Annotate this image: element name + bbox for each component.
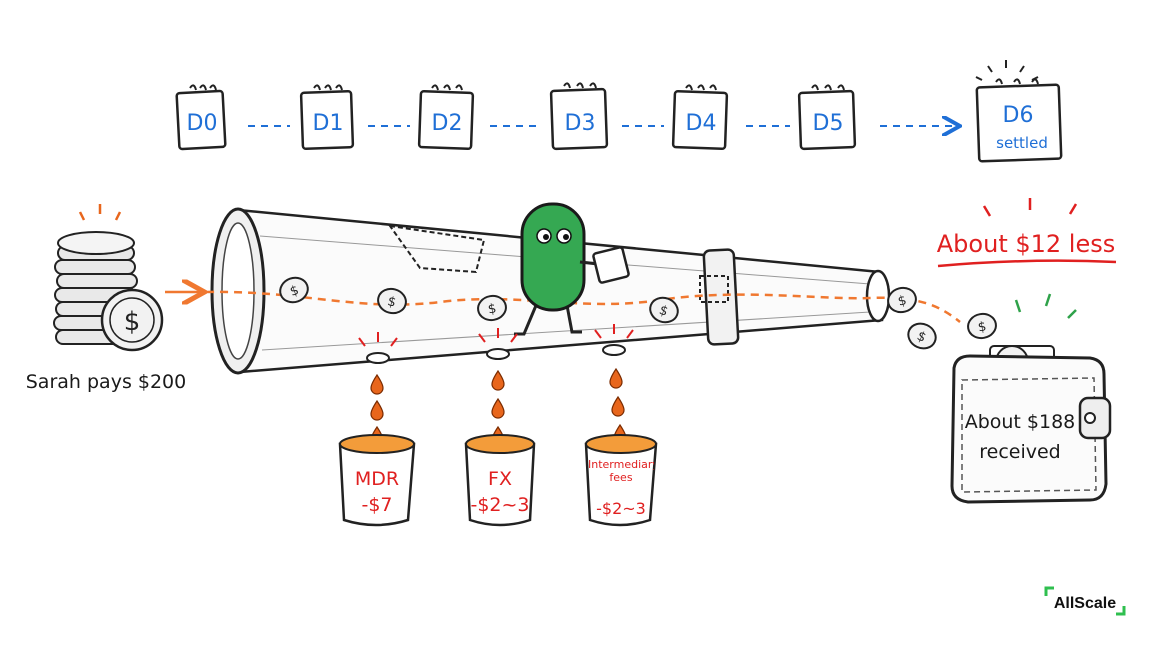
calendar-d0: D0 [175, 84, 227, 151]
calendar-d3: D3 [549, 82, 609, 151]
calendar-label: D3 [565, 111, 596, 136]
dollar-coin-icon [903, 318, 941, 354]
fee-amount: -$2~3 [470, 494, 529, 516]
calendar-label: D5 [813, 111, 844, 136]
brand-logo: AllScale [1044, 586, 1126, 616]
coin-stack: $ [53, 204, 164, 352]
character [514, 202, 630, 336]
fee-bucket-mdr: MDR -$7 [338, 332, 416, 527]
payer-label: Sarah pays $200 [26, 371, 186, 393]
calendar-d6: D6 settled [975, 60, 1063, 163]
settled-label: settled [996, 134, 1048, 152]
calendar-icon [299, 84, 355, 151]
calendar-label: D0 [187, 111, 218, 136]
calendar-icon [175, 84, 227, 151]
timeline: D0 D1 D2 D3 [175, 60, 1063, 163]
calendar-d1: D1 [299, 84, 355, 151]
calendar-label: D6 [1003, 103, 1034, 128]
wallet-icon: $ About $188 received [950, 293, 1112, 504]
fee-name: FX [488, 468, 512, 490]
fee-amount: -$7 [361, 494, 392, 516]
fee-bucket-fx: FX -$2~3 [464, 328, 536, 527]
loss-label: About $12 less [937, 230, 1115, 258]
dollar-coin-icon [965, 310, 999, 342]
calendar-icon [549, 82, 609, 151]
calendar-icon [797, 84, 857, 151]
fee-amount: -$2~3 [596, 499, 646, 518]
calendar-label: D1 [313, 111, 344, 136]
calendar-d5: D5 [797, 84, 857, 151]
calendar-label: D2 [432, 111, 463, 136]
svg-text:$: $ [124, 307, 141, 337]
calendar-label: D4 [686, 111, 717, 136]
fee-name: MDR [355, 468, 399, 490]
loss-note: About $12 less [937, 198, 1117, 268]
dollar-coin-icon [884, 283, 920, 317]
fee-bucket-intermediary: Intermediary fees -$2~3 [584, 324, 658, 527]
calendar-d2: D2 [417, 84, 475, 151]
dollar-coin-icon: $ [100, 288, 164, 352]
received-amount: About $188 [965, 411, 1076, 433]
received-label: received [979, 441, 1061, 463]
calendar-icon [975, 78, 1063, 163]
calendar-icon [671, 84, 729, 151]
brand-name: AllScale [1054, 595, 1116, 612]
calendar-icon [417, 84, 475, 151]
calendar-d4: D4 [671, 84, 729, 151]
fee-name: Intermediary fees [588, 458, 654, 484]
